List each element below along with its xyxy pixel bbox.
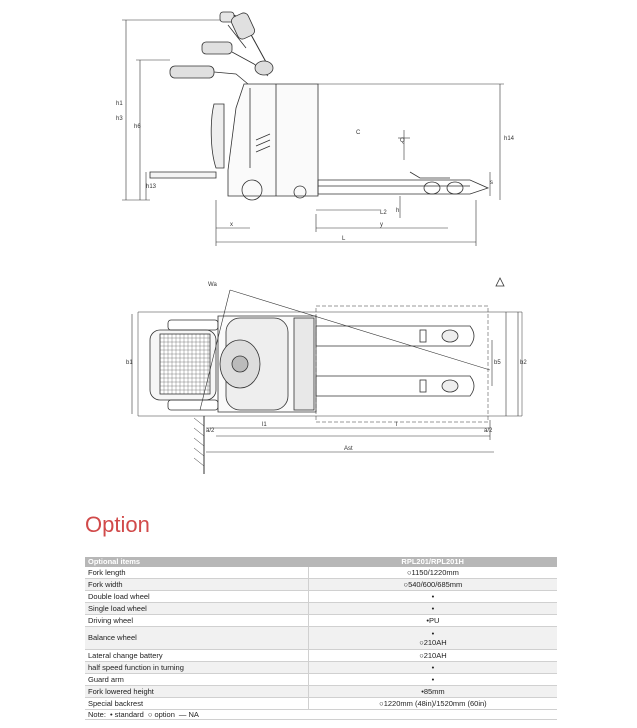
table-row: Special backrest ○1220mm (48in)/1520mm (… bbox=[85, 697, 557, 710]
row-value: ○1220mm (48in)/1520mm (60in) bbox=[307, 697, 557, 710]
dim-h1: h1 bbox=[116, 101, 123, 107]
table-row: Fork length ○1150/1220mm bbox=[85, 567, 557, 579]
table-row: Single load wheel • bbox=[85, 602, 557, 615]
row-item: Fork length bbox=[85, 567, 309, 579]
row-item: Guard arm bbox=[85, 673, 309, 686]
option-title: Option bbox=[85, 512, 150, 537]
row-value: • bbox=[307, 602, 557, 615]
options-table: Optional items RPL201/RPL201H Fork lengt… bbox=[85, 557, 557, 710]
dim-wa: Wa bbox=[208, 282, 217, 288]
table-row: Double load wheel • bbox=[85, 590, 557, 603]
table-row: Driving wheel •PU bbox=[85, 614, 557, 627]
row-value-line-2: ○210AH bbox=[419, 638, 447, 647]
dim-l2: L2 bbox=[380, 210, 387, 216]
dim-l: L bbox=[342, 236, 346, 242]
table-row: Fork width ○540/600/685mm bbox=[85, 578, 557, 591]
row-value: ○210AH bbox=[307, 649, 557, 662]
table-row: half speed function in turning • bbox=[85, 661, 557, 674]
row-item: Driving wheel bbox=[85, 614, 309, 627]
header-optional-items: Optional items bbox=[85, 557, 309, 567]
note-standard: • standard bbox=[109, 709, 144, 719]
table-row: Lateral change battery ○210AH bbox=[85, 649, 557, 662]
platform-grid bbox=[160, 334, 210, 394]
dim-y: y bbox=[380, 222, 383, 228]
row-item: Lateral change battery bbox=[85, 649, 309, 662]
row-item: Balance wheel bbox=[85, 626, 309, 650]
dim-h6: h6 bbox=[134, 124, 141, 130]
dim-h14: h14 bbox=[504, 136, 515, 142]
row-item: half speed function in turning bbox=[85, 661, 309, 674]
options-table-header: Optional items RPL201/RPL201H bbox=[85, 557, 557, 567]
dim-c: C bbox=[356, 130, 361, 136]
note-na: — NA bbox=[178, 709, 199, 719]
dim-b5: b5 bbox=[494, 360, 501, 366]
note-label: Note: bbox=[88, 709, 106, 719]
pallet-truck-technical-drawing: h1 h3 h6 h13 h14 x y L L2 C Q s h Wa b1 … bbox=[116, 11, 527, 474]
dim-ast: Ast bbox=[344, 446, 353, 452]
row-value: •85mm bbox=[307, 685, 557, 698]
dim-h3: h3 bbox=[116, 116, 123, 122]
side-view bbox=[122, 11, 504, 246]
dim-x: x bbox=[230, 222, 233, 228]
dim-a2-left: a/2 bbox=[206, 428, 215, 434]
dimension-labels: h1 h3 h6 h13 h14 x y L L2 C Q s h Wa b1 … bbox=[116, 101, 527, 452]
row-value: • bbox=[307, 661, 557, 674]
dim-s: s bbox=[490, 180, 493, 186]
dim-h13: h13 bbox=[146, 184, 157, 190]
table-row: Balance wheel • ○210AH bbox=[85, 626, 557, 650]
row-item: Special backrest bbox=[85, 697, 309, 710]
row-value: • bbox=[307, 590, 557, 603]
row-item: Single load wheel bbox=[85, 602, 309, 615]
row-value: ○1150/1220mm bbox=[307, 567, 557, 579]
top-view bbox=[131, 277, 523, 474]
table-row: Guard arm • bbox=[85, 673, 557, 686]
dim-l-top: l bbox=[396, 422, 397, 428]
dim-q: Q bbox=[400, 138, 405, 144]
dim-b1: b1 bbox=[126, 360, 133, 366]
row-value: ○540/600/685mm bbox=[307, 578, 557, 591]
row-item: Fork width bbox=[85, 578, 309, 591]
dim-l1: l1 bbox=[262, 422, 267, 428]
dim-h: h bbox=[396, 208, 399, 214]
table-row: Fork lowered height •85mm bbox=[85, 685, 557, 698]
row-value-line-1: • bbox=[431, 629, 435, 638]
row-value: • ○210AH bbox=[307, 626, 557, 650]
note-option: ○ option bbox=[147, 709, 175, 719]
dim-a2-right: a/2 bbox=[484, 428, 493, 434]
legend-note: Note: • standard ○ option — NA bbox=[85, 709, 557, 720]
row-value: • bbox=[307, 673, 557, 686]
row-item: Double load wheel bbox=[85, 590, 309, 603]
header-model: RPL201/RPL201H bbox=[308, 557, 557, 567]
dim-b2: b2 bbox=[520, 360, 527, 366]
row-value: •PU bbox=[307, 614, 557, 627]
row-item: Fork lowered height bbox=[85, 685, 309, 698]
